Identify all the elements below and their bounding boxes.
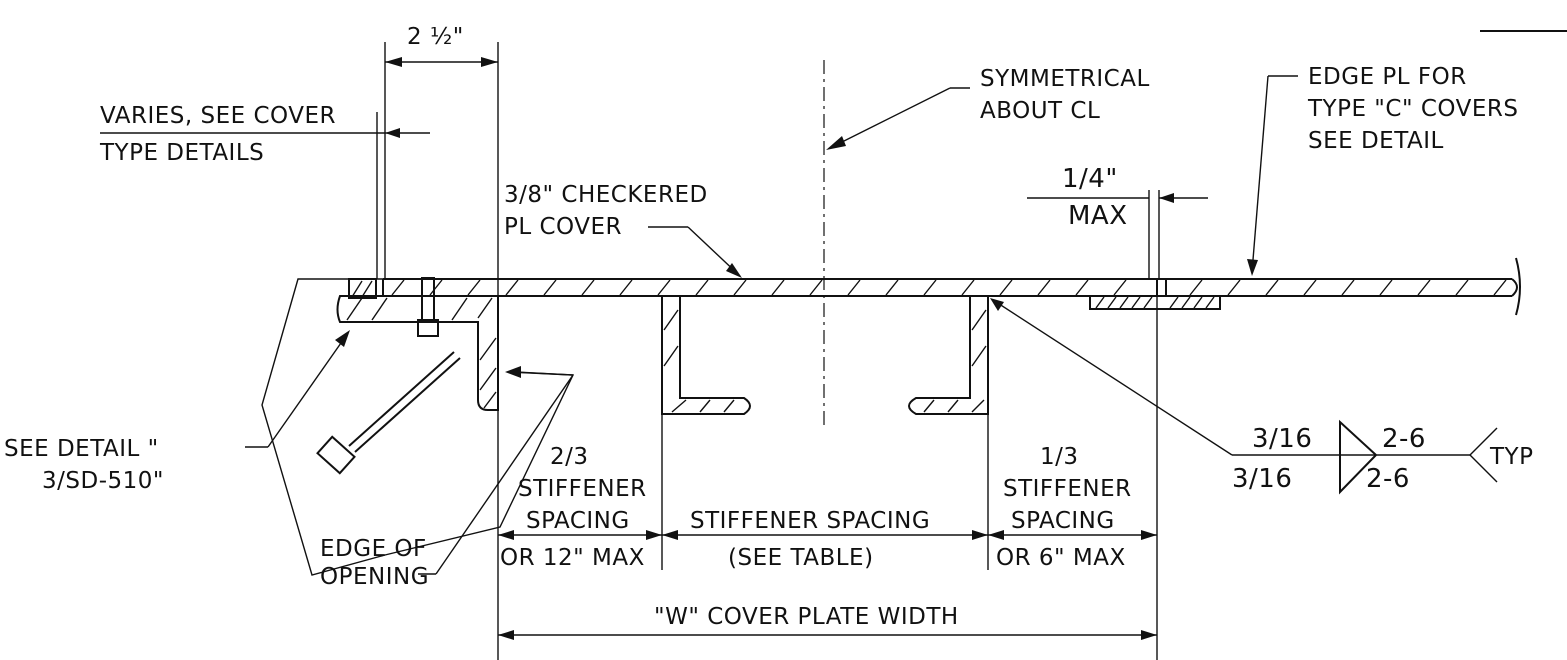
- plate-hatch-line: [1455, 279, 1469, 296]
- plate-hatch-line: [581, 279, 595, 296]
- plate-hatch-line: [1417, 279, 1431, 296]
- plate-hatch-line: [505, 279, 519, 296]
- dim-cover-plate-width: [498, 630, 1157, 640]
- plate-hatch-line: [543, 279, 557, 296]
- plate-hatch-line: [1189, 279, 1203, 296]
- label-edge-pl-line1: EDGE PL FOR: [1308, 64, 1467, 90]
- plate-hatch-line: [961, 279, 975, 296]
- concrete-edge-outline: [261, 278, 575, 576]
- label-two-thirds-line4: OR 12" MAX: [500, 545, 645, 571]
- label-one-third-line2: STIFFENER: [1003, 476, 1132, 502]
- dim-2-half: [385, 57, 498, 67]
- plate-hatch-line: [847, 279, 861, 296]
- edge-plate-type-c: [1089, 295, 1221, 310]
- anchor-bolt: [316, 277, 461, 475]
- label-edge-opening-line2: OPENING: [320, 564, 429, 590]
- label-symmetrical-line2: ABOUT CL: [980, 98, 1100, 124]
- label-weld-typ: TYP: [1489, 444, 1533, 470]
- leader-see-detail: [245, 330, 350, 448]
- label-stiffener-spacing-line1: STIFFENER SPACING: [690, 508, 930, 534]
- plate-hatch-line: [391, 279, 405, 296]
- plate-hatch-line: [619, 279, 633, 296]
- plate-hatch-line: [1227, 279, 1241, 296]
- leader-edge-opening: [418, 366, 574, 575]
- weld-symbol: [1339, 419, 1498, 495]
- plate-hatch-line: [771, 279, 785, 296]
- label-edge-opening-line1: EDGE OF: [320, 536, 427, 562]
- label-symmetrical-line1: SYMMETRICAL: [980, 66, 1150, 92]
- plate-hatch-line: [923, 279, 937, 296]
- stiffener-angle-right: [908, 295, 989, 415]
- plate-hatch-line: [809, 279, 823, 296]
- label-quarter-line2: MAX: [1068, 201, 1128, 231]
- label-one-third-line1: 1/3: [1040, 444, 1079, 470]
- label-see-detail-line2: 3/SD-510": [42, 468, 164, 494]
- plate-hatch-line: [1113, 279, 1127, 296]
- plate-hatch-line: [467, 279, 481, 296]
- plate-hatch-line: [1075, 279, 1089, 296]
- leader-symmetrical: [826, 87, 970, 150]
- label-weld-bottom-size: 3/16: [1232, 464, 1292, 494]
- label-weld-bottom-length: 2-6: [1366, 464, 1410, 494]
- stiffener-angle-left: [661, 295, 751, 415]
- plate-hatch-line: [1303, 279, 1317, 296]
- plate-hatch-line: [733, 279, 747, 296]
- label-see-detail-line1: SEE DETAIL ": [4, 436, 159, 462]
- plate-hatch-line: [1379, 279, 1393, 296]
- plate-hatch-line: [657, 279, 671, 296]
- label-edge-pl-line2: TYPE "C" COVERS: [1307, 96, 1518, 122]
- edge-of-opening-angle: [336, 278, 499, 411]
- label-varies-line2: TYPE DETAILS: [99, 140, 264, 166]
- label-cover-plate-width: "W" COVER PLATE WIDTH: [654, 604, 959, 630]
- plate-hatch-line: [999, 279, 1013, 296]
- plate-hatch-line: [1493, 279, 1507, 296]
- label-weld-top-size: 3/16: [1252, 424, 1312, 454]
- label-two-thirds-line1: 2/3: [550, 444, 589, 470]
- dim-varies: [385, 128, 430, 138]
- label-checkered-line1: 3/8" CHECKERED: [504, 182, 708, 208]
- label-checkered-line2: PL COVER: [504, 214, 622, 240]
- label-edge-pl-line3: SEE DETAIL: [1308, 128, 1444, 154]
- plate-hatch-line: [1265, 279, 1279, 296]
- dim-row-stiffener: [498, 530, 1157, 540]
- plate-hatch-line: [1037, 279, 1051, 296]
- plate-hatch-line: [429, 279, 443, 296]
- leader-edge-pl: [1247, 75, 1298, 276]
- plate-hatch-line: [695, 279, 709, 296]
- plate-hatch-line: [1341, 279, 1355, 296]
- dim-quarter-max: [1159, 193, 1208, 203]
- label-weld-top-length: 2-6: [1382, 424, 1426, 454]
- label-stiffener-spacing-line2: (SEE TABLE): [728, 545, 874, 571]
- leader-weld: [990, 298, 1340, 456]
- label-two-thirds-line2: STIFFENER: [518, 476, 647, 502]
- label-2-half-dim: 2 ½": [407, 24, 464, 50]
- plate-hatch-line: [885, 279, 899, 296]
- label-quarter-line1: 1/4": [1062, 164, 1118, 194]
- label-one-third-line4: OR 6" MAX: [996, 545, 1126, 571]
- label-one-third-line3: SPACING: [1011, 508, 1115, 534]
- label-two-thirds-line3: SPACING: [526, 508, 630, 534]
- leader-checkered: [648, 226, 742, 278]
- label-varies-line1: VARIES, SEE COVER: [100, 103, 336, 129]
- checkered-cover-plate: [382, 257, 1521, 316]
